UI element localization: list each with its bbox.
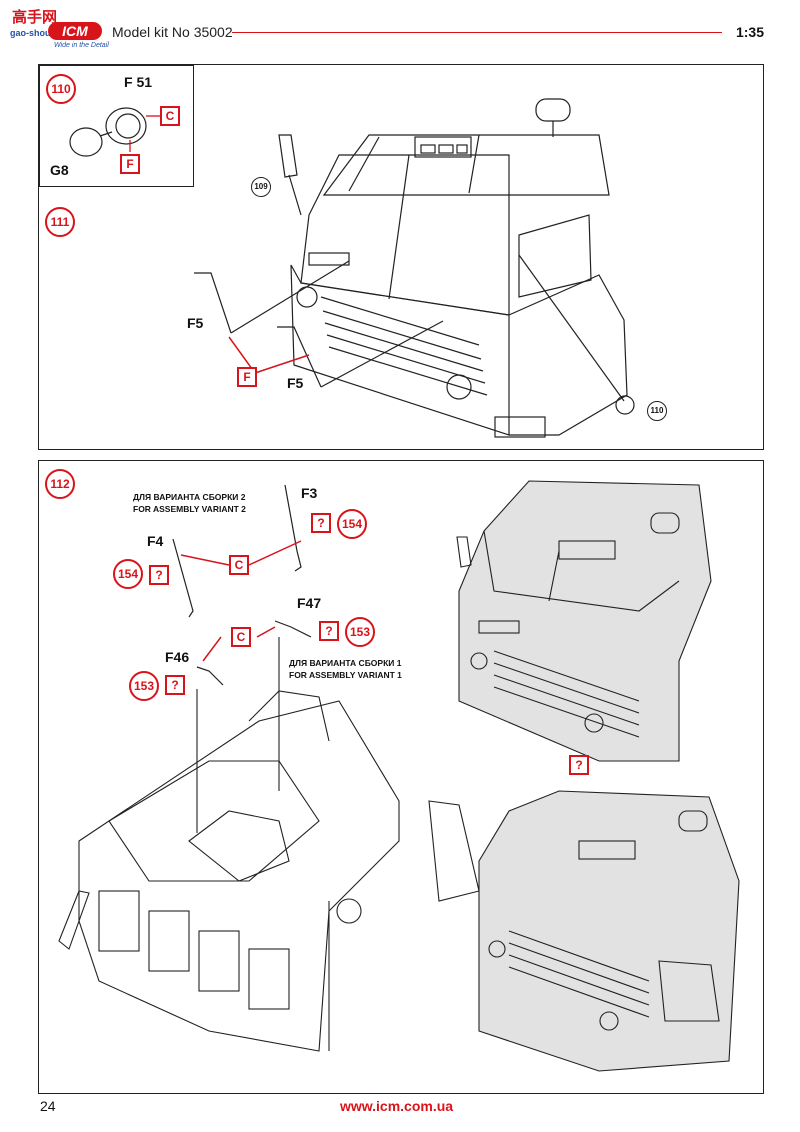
ref-step-154: 154: [113, 559, 143, 589]
logo-brand: ICM: [48, 22, 102, 40]
ref-step-153: 153: [345, 617, 375, 647]
paint-letter-c: C: [160, 106, 180, 126]
part-label-f47: F47: [297, 595, 322, 611]
instruction-panel-bottom: 112 ДЛЯ ВАРИАНТА СБОРКИ 2 FOR ASSEMBLY V…: [38, 460, 764, 1094]
variant-1-note-en: FOR ASSEMBLY VARIANT 1: [289, 670, 402, 680]
part-label-f3: F3: [301, 485, 318, 501]
variant-1-note-ru: ДЛЯ ВАРИАНТА СБОРКИ 1: [289, 658, 402, 668]
paint-letter-unknown: ?: [311, 513, 331, 533]
step-number-111: 111: [45, 207, 75, 237]
paint-letter-unknown: ?: [319, 621, 339, 641]
cab-interior-drawing: [58, 480, 740, 1072]
ref-step-110: 110: [647, 401, 667, 421]
ref-step-153: 153: [129, 671, 159, 701]
header-divider: [232, 32, 722, 33]
part-label-f5: F5: [187, 315, 204, 331]
logo-site-url: gao-shou.com: [10, 28, 72, 38]
part-label-f51: F 51: [124, 74, 153, 90]
step-number-110: 110: [46, 74, 76, 104]
paint-letter-unknown: ?: [149, 565, 169, 585]
instruction-panel-top: 110 F 51 G8 C F 111 109 110 F5 F5 F: [38, 64, 764, 450]
ref-step-154: 154: [337, 509, 367, 539]
paint-letter-c: C: [229, 555, 249, 575]
footer-url[interactable]: www.icm.com.ua: [340, 1098, 454, 1114]
ref-step-109: 109: [251, 177, 271, 197]
part-label-f46: F46: [165, 649, 190, 665]
step-number-112: 112: [45, 469, 75, 499]
paint-letter-f: F: [120, 154, 140, 174]
scale-label: 1:35: [735, 24, 764, 40]
kit-label: Model kit No 35002: [112, 24, 233, 40]
variant-2-note: ДЛЯ ВАРИАНТА СБОРКИ 2 FOR ASSEMBLY VARIA…: [133, 491, 246, 515]
paint-letter-unknown: ?: [165, 675, 185, 695]
variant-1-note: ДЛЯ ВАРИАНТА СБОРКИ 1 FOR ASSEMBLY VARIA…: [289, 657, 402, 681]
variant-2-note-en: FOR ASSEMBLY VARIANT 2: [133, 504, 246, 514]
paint-letter-f: F: [237, 367, 257, 387]
inset-step-110: 110 F 51 G8 C F: [39, 65, 194, 187]
logo-tagline: Wide in the Detail: [54, 42, 109, 49]
part-label-g8: G8: [50, 162, 69, 178]
logo-site-name: 高手网: [12, 9, 58, 26]
page-number: 24: [40, 1098, 56, 1114]
cab-front-drawing: [194, 98, 635, 438]
part-label-f4: F4: [147, 533, 164, 549]
paint-letter-unknown: ?: [569, 755, 589, 775]
paint-letter-c: C: [231, 627, 251, 647]
variant-2-note-ru: ДЛЯ ВАРИАНТА СБОРКИ 2: [133, 492, 246, 502]
part-label-f5: F5: [287, 375, 304, 391]
logo: 高手网 gao-shou.com ICM Wide in the Detail: [6, 6, 110, 50]
headlight-drawing: [69, 107, 160, 157]
